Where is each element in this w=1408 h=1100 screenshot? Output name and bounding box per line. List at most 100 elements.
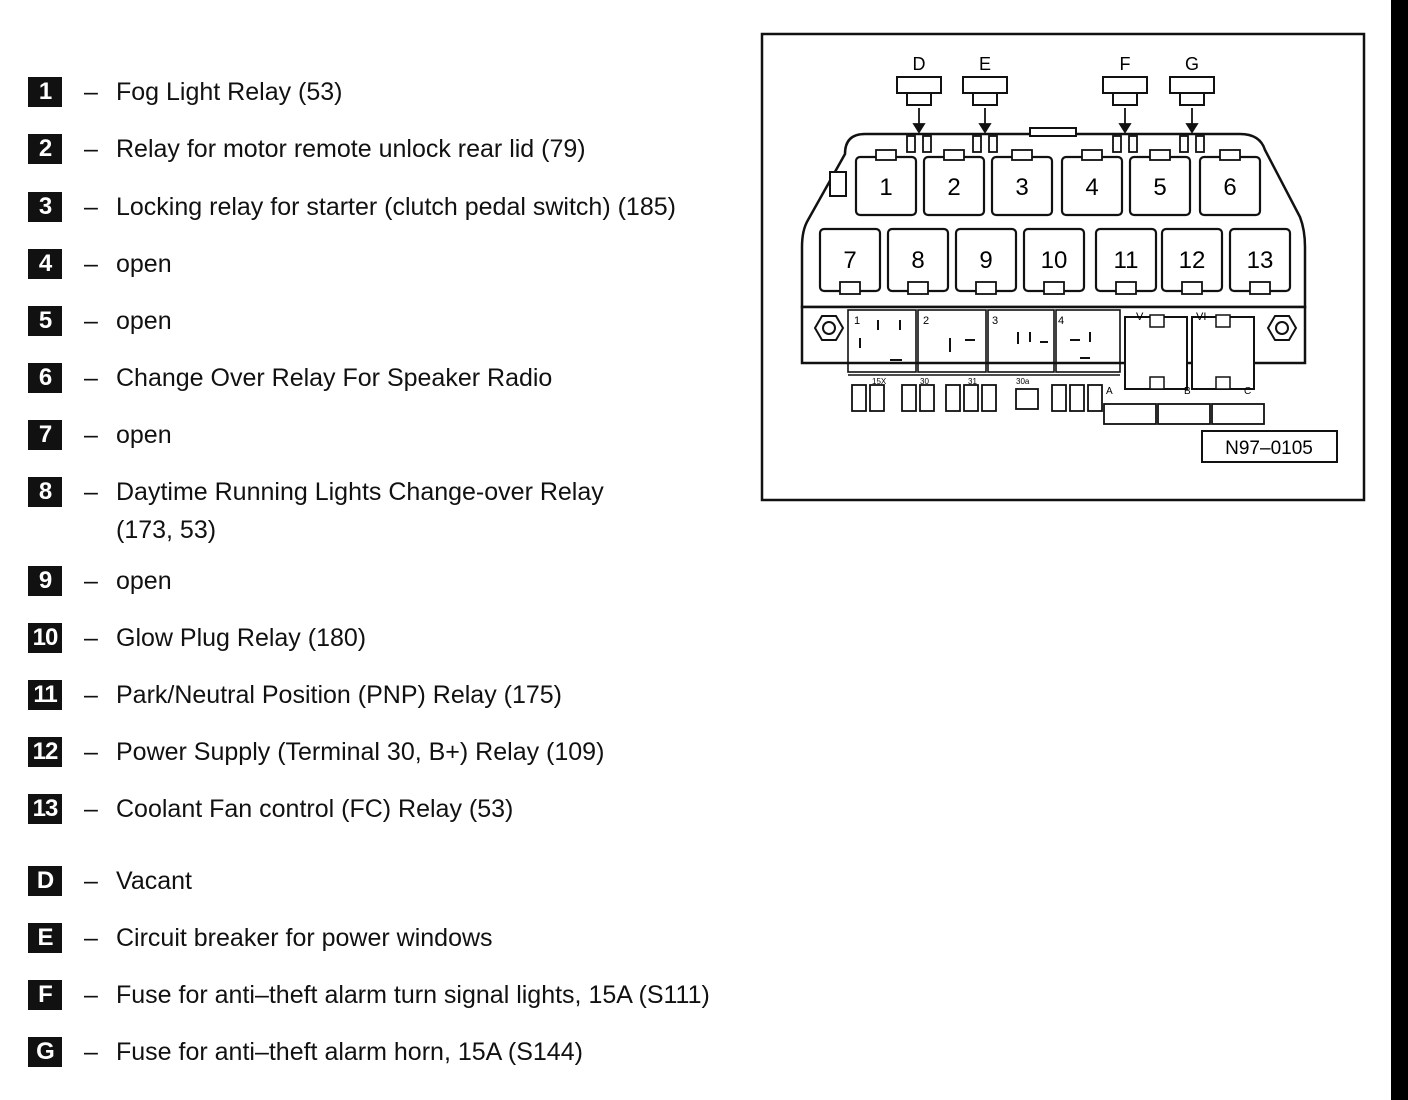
legend-badge: 9 — [28, 566, 62, 596]
relay-number-4: 4 — [1085, 174, 1098, 201]
legend-text: Park/Neutral Position (PNP) Relay (175) — [116, 681, 562, 709]
legend-badge: 6 — [28, 363, 62, 393]
slot-label-3: 3 — [992, 315, 998, 327]
reference-code: N97–0105 — [1225, 438, 1313, 459]
relay-number-9: 9 — [979, 247, 992, 274]
legend-text: Locking relay for starter (clutch pedal … — [116, 193, 676, 221]
legend-text: open — [116, 250, 172, 278]
fuse-label-f: F — [1120, 54, 1131, 74]
mounting-screw-left-icon — [813, 315, 845, 341]
bottom-label-30: 30 — [920, 377, 929, 386]
bottom-label-c: C — [1244, 386, 1251, 397]
relay-sockets-row-2 — [818, 227, 1292, 293]
legend-badge: D — [28, 866, 62, 896]
bottom-label-a: A — [1106, 386, 1113, 397]
slot-label-2: 2 — [923, 315, 929, 327]
relay-number-1: 1 — [879, 174, 892, 201]
slot-block-3 — [987, 309, 1055, 373]
legend-badge: 3 — [28, 192, 62, 222]
slot-block-2 — [917, 309, 987, 373]
relay-number-5: 5 — [1153, 174, 1166, 201]
legend-badge: 1 — [28, 77, 62, 107]
relay-tabs-row-2 — [839, 281, 1271, 295]
bottom-label-31: 31 — [968, 377, 977, 386]
legend-text: Vacant — [116, 867, 192, 895]
legend-text-continued: (173, 53) — [116, 516, 217, 544]
legend-badge: 2 — [28, 134, 62, 164]
legend-text: Power Supply (Terminal 30, B+) Relay (10… — [116, 738, 605, 766]
fuse-label-g: G — [1185, 54, 1199, 74]
legend-dash: – — [84, 250, 98, 278]
legend-text: Change Over Relay For Speaker Radio — [116, 364, 553, 392]
legend-text: open — [116, 567, 172, 595]
connector-label-vi: VI — [1196, 311, 1206, 323]
legend-dash: – — [84, 421, 98, 449]
legend-text: open — [116, 307, 172, 335]
legend-badge: 7 — [28, 420, 62, 450]
fuse-holder-icons — [896, 76, 1215, 106]
legend-text: Daytime Running Lights Change-over Relay — [116, 478, 604, 506]
relay-number-11: 11 — [1114, 247, 1139, 274]
legend-dash: – — [84, 1038, 98, 1066]
legend-dash: – — [84, 795, 98, 823]
legend-badge: 8 — [28, 477, 62, 507]
legend-dash: – — [84, 478, 98, 506]
legend-badge: 10 — [28, 623, 62, 653]
legend-badge: 12 — [28, 737, 62, 767]
slot-label-1: 1 — [854, 315, 860, 327]
fuse-label-d: D — [913, 54, 926, 74]
legend-dash: – — [84, 135, 98, 163]
legend-dash: – — [84, 364, 98, 392]
relay-sockets-row-1 — [854, 155, 1262, 217]
fuse-label-e: E — [979, 54, 991, 74]
relay-number-7: 7 — [843, 247, 856, 274]
slot-block-1 — [847, 309, 917, 373]
legend-text: Coolant Fan control (FC) Relay (53) — [116, 795, 514, 823]
connector-terminals-icon — [1149, 314, 1231, 390]
legend-badge: 4 — [28, 249, 62, 279]
reference-code-box — [1201, 430, 1338, 463]
relay-number-2: 2 — [947, 174, 960, 201]
legend-text: open — [116, 421, 172, 449]
legend-badge: 13 — [28, 794, 62, 824]
slot-block-4 — [1055, 309, 1121, 373]
relay-number-8: 8 — [911, 247, 924, 274]
panel-side-clip — [829, 171, 847, 197]
legend-dash: – — [84, 738, 98, 766]
relay-number-3: 3 — [1015, 174, 1028, 201]
legend-dash: – — [84, 307, 98, 335]
panel-tab — [1029, 127, 1077, 137]
legend-dash: – — [84, 924, 98, 952]
bottom-label-15x: 15X — [872, 377, 887, 386]
slot-contacts-icon — [859, 320, 1091, 361]
legend-badge: 5 — [28, 306, 62, 336]
legend-badge: E — [28, 923, 62, 953]
legend-dash: – — [84, 567, 98, 595]
legend-dash: – — [84, 624, 98, 652]
legend-dash: – — [84, 681, 98, 709]
relay-number-10: 10 — [1041, 247, 1068, 274]
legend-dash: – — [84, 981, 98, 1009]
connector-label-v: V — [1136, 311, 1144, 323]
legend-badge: 11 — [28, 680, 62, 710]
relay-panel-diagram: D E F G 1 2 3 4 5 6 7 8 — [760, 32, 1366, 502]
legend-dash: – — [84, 78, 98, 106]
legend-text: Fuse for anti–theft alarm horn, 15A (S14… — [116, 1038, 583, 1066]
fuse-clips — [906, 135, 1205, 153]
legend-dash: – — [84, 193, 98, 221]
bottom-fuse-row — [851, 384, 1265, 425]
relay-number-12: 12 — [1179, 247, 1206, 274]
relay-tabs-row-1 — [875, 149, 1241, 161]
slot-label-4: 4 — [1058, 315, 1064, 327]
relay-number-13: 13 — [1247, 247, 1274, 274]
legend-text: Fog Light Relay (53) — [116, 78, 343, 106]
bottom-label-30a: 30a — [1016, 377, 1030, 386]
page-edge-bar — [1391, 0, 1408, 1100]
legend-text: Relay for motor remote unlock rear lid (… — [116, 135, 586, 163]
legend-badge: F — [28, 980, 62, 1010]
mounting-screw-right-icon — [1266, 315, 1298, 341]
legend-dash: – — [84, 867, 98, 895]
legend-text: Glow Plug Relay (180) — [116, 624, 367, 652]
relay-number-6: 6 — [1223, 174, 1236, 201]
legend-text: Fuse for anti–theft alarm turn signal li… — [116, 981, 710, 1009]
